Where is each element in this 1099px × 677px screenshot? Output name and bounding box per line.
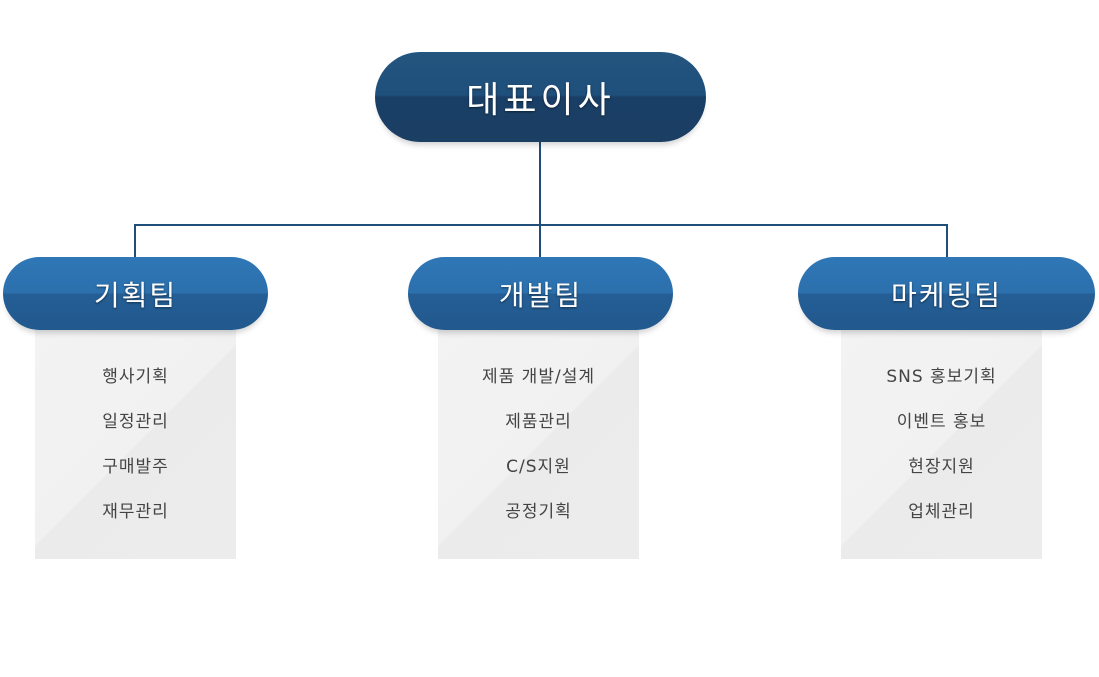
duty-item: 재무관리 bbox=[102, 502, 169, 522]
connector-ceo-down bbox=[539, 142, 541, 226]
ceo-node: 대표이사 bbox=[375, 52, 706, 142]
connector-horizontal bbox=[134, 224, 948, 226]
duty-item: 이벤트 홍보 bbox=[896, 412, 987, 432]
duty-item: 업체관리 bbox=[908, 502, 975, 522]
development-team-node: 개발팀 bbox=[408, 257, 673, 330]
duty-item: 일정관리 bbox=[102, 412, 169, 432]
duty-item: C/S지원 bbox=[506, 457, 571, 477]
duty-item: 제품관리 bbox=[505, 412, 572, 432]
duty-item: 공정기획 bbox=[505, 502, 572, 522]
marketing-team-node: 마케팅팀 bbox=[798, 257, 1095, 330]
connector-marketing bbox=[946, 224, 948, 258]
duty-item: 행사기획 bbox=[102, 367, 169, 387]
duty-item: 구매발주 bbox=[102, 457, 169, 477]
development-team-duties: 제품 개발/설계 제품관리 C/S지원 공정기획 bbox=[438, 330, 639, 559]
marketing-team-duties: SNS 홍보기획 이벤트 홍보 현장지원 업체관리 bbox=[841, 330, 1042, 559]
duty-item: 현장지원 bbox=[908, 457, 975, 477]
planning-team-duties: 행사기획 일정관리 구매발주 재무관리 bbox=[35, 330, 236, 559]
duty-item: SNS 홍보기획 bbox=[886, 367, 997, 387]
planning-team-node: 기획팀 bbox=[3, 257, 268, 330]
duty-item: 제품 개발/설계 bbox=[482, 367, 595, 387]
connector-development bbox=[539, 224, 541, 258]
connector-planning bbox=[134, 224, 136, 258]
